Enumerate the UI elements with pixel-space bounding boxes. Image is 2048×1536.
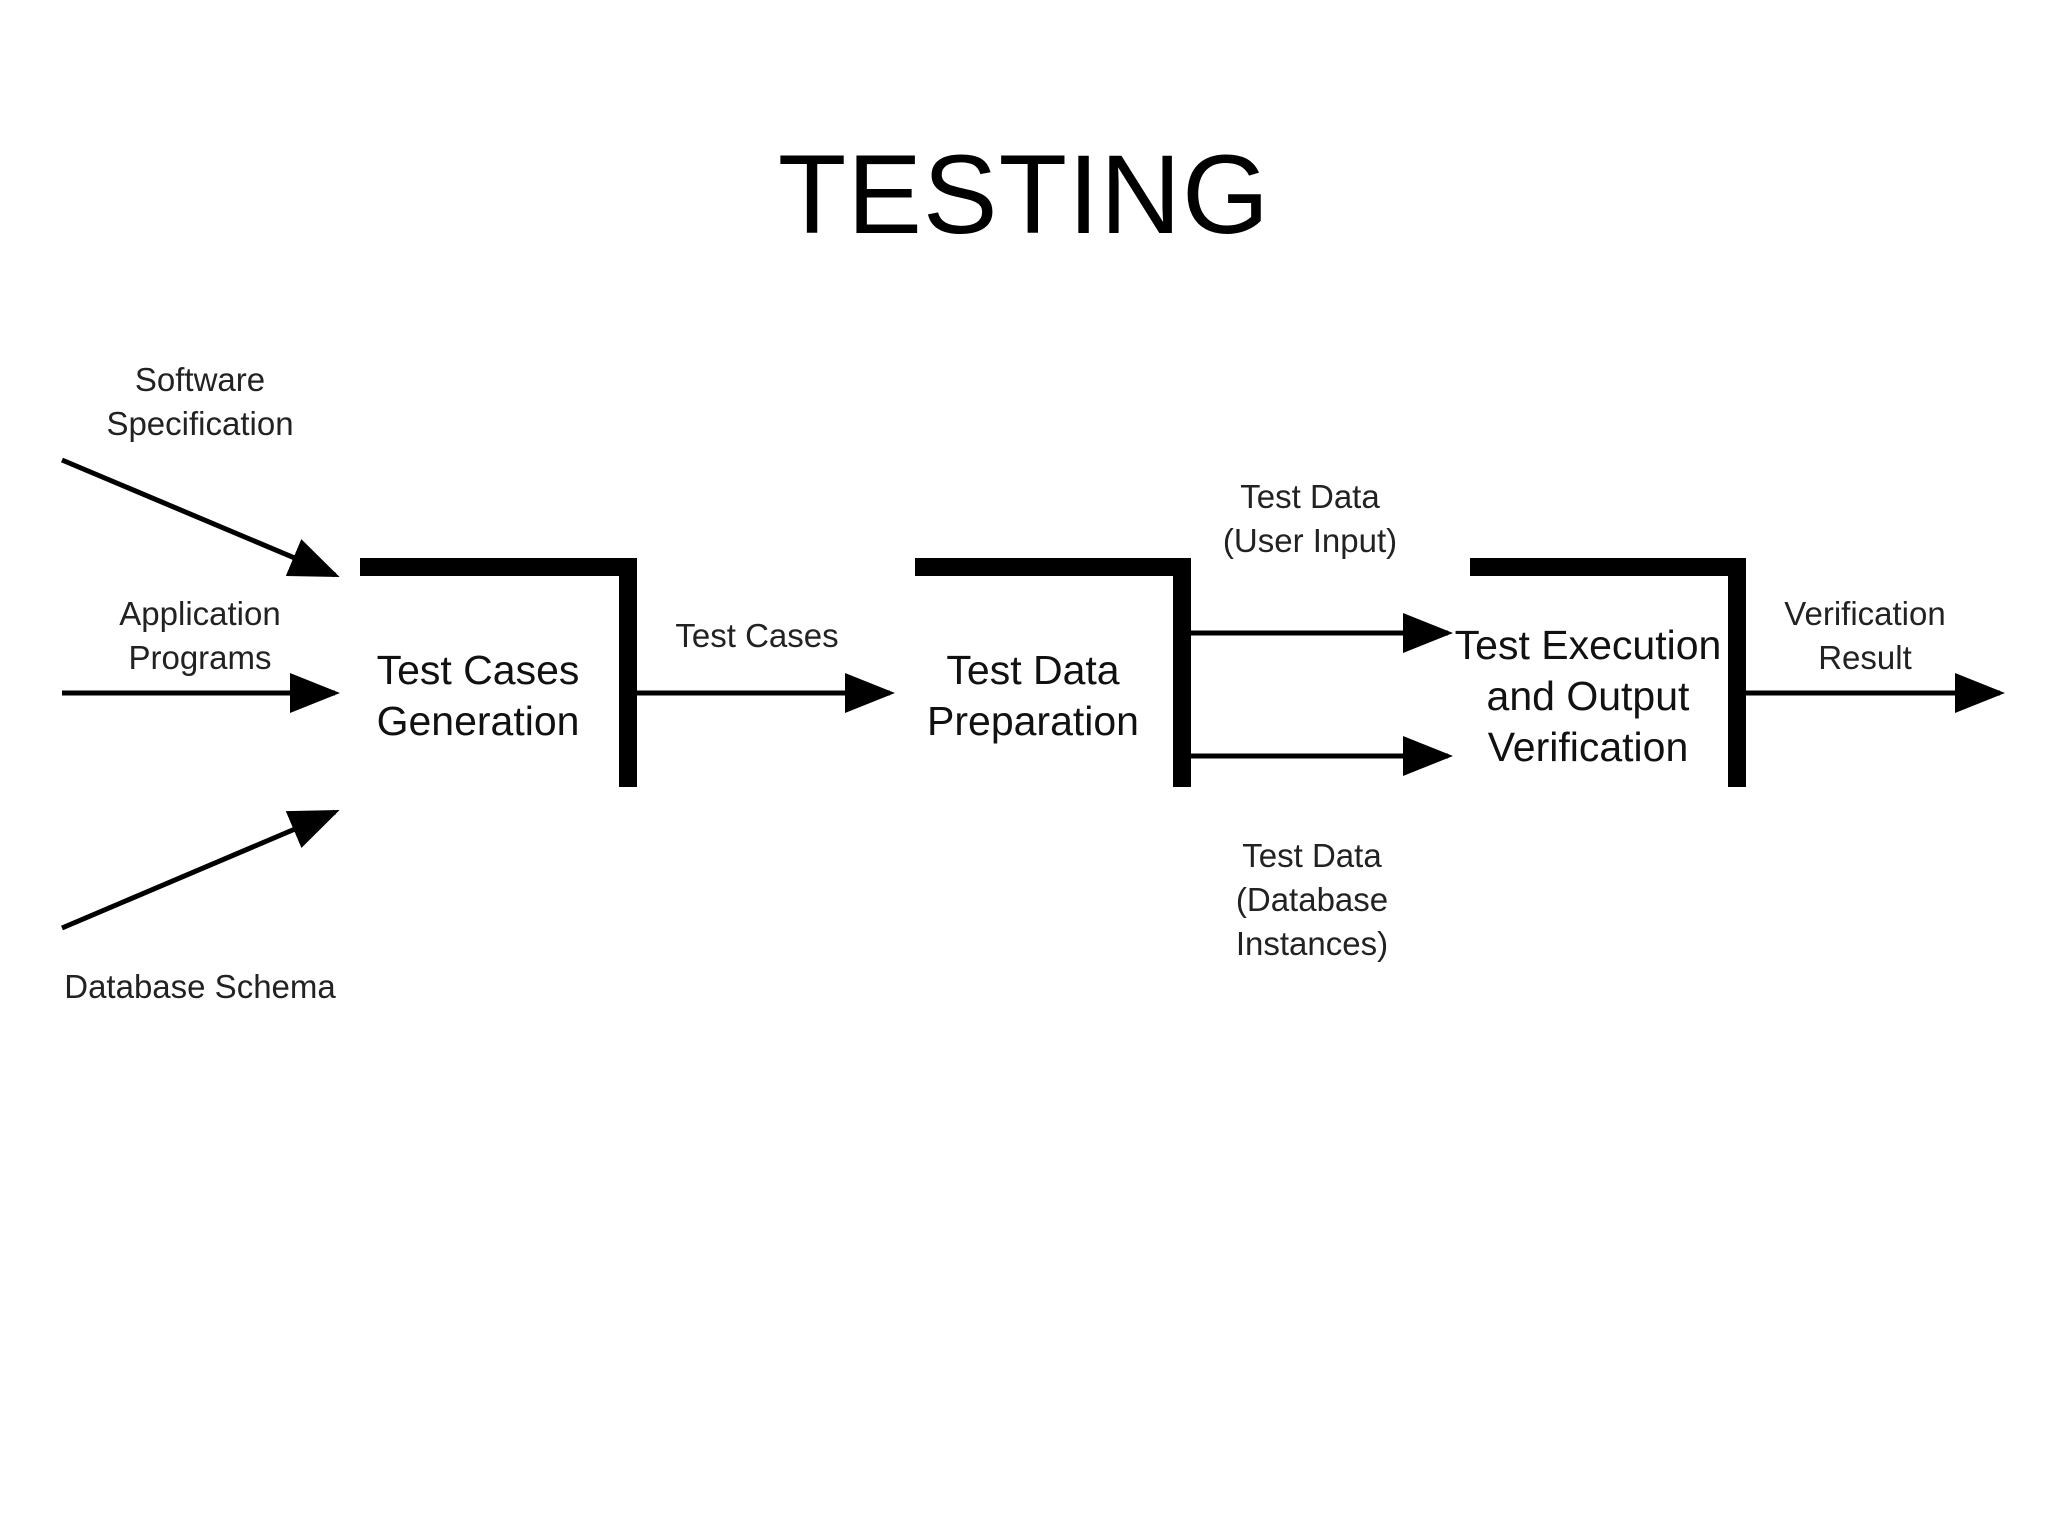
label-application-programs: Application Programs	[119, 595, 281, 676]
step-test-execution: Test Execution and Output Verification	[1454, 622, 1722, 770]
label-verification-result: Verification Result	[1784, 595, 1946, 676]
label-test-data-database-instances: Test Data (Database Instances)	[1235, 837, 1389, 962]
page-title: TESTING	[777, 132, 1271, 257]
label-test-data-user-input: Test Data (User Input)	[1222, 478, 1398, 559]
bracket-test-cases-generation	[360, 558, 637, 787]
label-software-specification: Software Specification	[106, 361, 294, 442]
bracket-test-execution	[1470, 558, 1746, 787]
label-database-schema: Database Schema	[64, 968, 336, 1005]
step-test-cases-generation: Test Cases Generation	[376, 647, 580, 744]
arrow-software-specification	[61, 457, 340, 578]
step-test-data-preparation: Test Data Preparation	[927, 647, 1139, 744]
label-test-cases: Test Cases	[675, 617, 839, 654]
arrow-database-schema	[61, 809, 340, 931]
bracket-test-data-preparation	[915, 558, 1191, 787]
